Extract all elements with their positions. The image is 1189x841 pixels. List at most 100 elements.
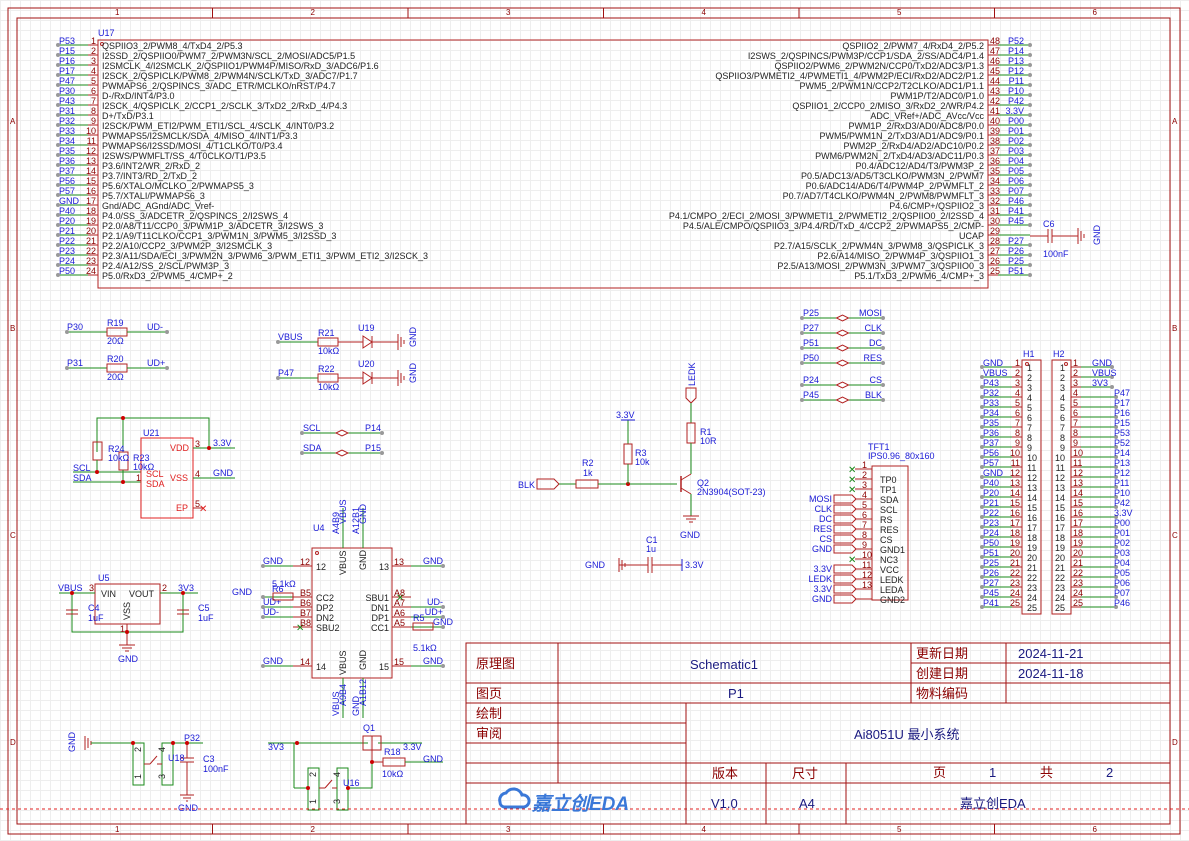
schematic-name[interactable]: Schematic1 (690, 657, 758, 672)
wire-end[interactable] (980, 535, 984, 539)
wire-end[interactable] (1114, 605, 1118, 609)
wire-end[interactable] (56, 263, 60, 267)
wire-end[interactable] (1028, 243, 1032, 247)
wire-end[interactable] (980, 375, 984, 379)
wire-end[interactable] (980, 585, 984, 589)
wire-end[interactable] (980, 465, 984, 469)
wire-end[interactable] (881, 316, 885, 320)
wire-end[interactable] (980, 365, 984, 369)
wire-end[interactable] (980, 605, 984, 609)
wire-end[interactable] (1114, 515, 1118, 519)
wire-end[interactable] (881, 361, 885, 365)
wire-end[interactable] (980, 595, 984, 599)
wire-end[interactable] (56, 243, 60, 247)
wire-end[interactable] (980, 425, 984, 429)
wire-end[interactable] (261, 615, 265, 619)
wire-end[interactable] (800, 383, 804, 387)
wire-end[interactable] (300, 431, 304, 435)
wire-end[interactable] (1114, 505, 1118, 509)
wire-end[interactable] (1028, 73, 1032, 77)
wire-end[interactable] (1028, 123, 1032, 127)
u5-regulator[interactable]: U5 VIN VOUT VSS 3 2 1 VBUS 3V3 C4 1uF C5… (58, 573, 214, 664)
u18-button[interactable]: GND U18 P32 C3 100nF GND 2 1 4 3 (67, 732, 229, 814)
wire-end[interactable] (1028, 43, 1032, 47)
wire-end[interactable] (56, 193, 60, 197)
wire-end[interactable] (1028, 143, 1032, 147)
wire-end[interactable] (980, 445, 984, 449)
wire-end[interactable] (1114, 475, 1118, 479)
wire-end[interactable] (56, 103, 60, 107)
wire-end[interactable] (980, 575, 984, 579)
wire-end[interactable] (1110, 375, 1114, 379)
wire-end[interactable] (980, 545, 984, 549)
u4-usb-c-connector[interactable]: U4 A4B9 VBUS A12B1 GND VBUS GND VBUS GND… (232, 499, 454, 718)
wire-end[interactable] (980, 525, 984, 529)
wire-end[interactable] (441, 664, 445, 668)
wire-end[interactable] (56, 93, 60, 97)
wire-end[interactable] (980, 555, 984, 559)
wire-end[interactable] (276, 340, 280, 344)
wire-end[interactable] (980, 395, 984, 399)
wire-end[interactable] (1028, 213, 1032, 217)
wire-end[interactable] (56, 183, 60, 187)
wire-end[interactable] (56, 143, 60, 147)
wire-end[interactable] (261, 564, 265, 568)
wire-end[interactable] (1114, 415, 1118, 419)
u21-sensor[interactable]: U21 R24 10kΩ R23 10kΩ SCL SDA VDD VSS EP… (73, 416, 235, 519)
wire-end[interactable] (1028, 153, 1032, 157)
wire-end[interactable] (56, 253, 60, 257)
wire-end[interactable] (380, 451, 384, 455)
wire-end[interactable] (56, 223, 60, 227)
wire-end[interactable] (980, 565, 984, 569)
wire-end[interactable] (980, 435, 984, 439)
wire-end[interactable] (980, 405, 984, 409)
wire-end[interactable] (1028, 63, 1032, 67)
wire-end[interactable] (1028, 103, 1032, 107)
wire-end[interactable] (1114, 555, 1118, 559)
wire-end[interactable] (1114, 405, 1118, 409)
wire-end[interactable] (800, 316, 804, 320)
wire-end[interactable] (56, 273, 60, 277)
wire-end[interactable] (980, 495, 984, 499)
wire-end[interactable] (1114, 585, 1118, 589)
wire-end[interactable] (881, 383, 885, 387)
wire-end[interactable] (800, 346, 804, 350)
wire-end[interactable] (1114, 485, 1118, 489)
wire-end[interactable] (56, 113, 60, 117)
wire-end[interactable] (1028, 53, 1032, 57)
c1-capacitor[interactable]: C1 1u GND 3.3V (585, 535, 704, 573)
wire-end[interactable] (65, 330, 69, 334)
wire-end[interactable] (380, 431, 384, 435)
wire-end[interactable] (1114, 565, 1118, 569)
wire-end[interactable] (1114, 425, 1118, 429)
wire-end[interactable] (261, 595, 265, 599)
wire-end[interactable] (1028, 163, 1032, 167)
wire-end[interactable] (56, 213, 60, 217)
wire-end[interactable] (56, 73, 60, 77)
wire-end[interactable] (1028, 193, 1032, 197)
wire-end[interactable] (1028, 93, 1032, 97)
wire-end[interactable] (800, 331, 804, 335)
wire-end[interactable] (980, 455, 984, 459)
wire-end[interactable] (56, 153, 60, 157)
wire-end[interactable] (1114, 435, 1118, 439)
wire-end[interactable] (56, 233, 60, 237)
wire-end[interactable] (261, 664, 265, 668)
wire-end[interactable] (1114, 595, 1118, 599)
wire-end[interactable] (276, 376, 280, 380)
wire-end[interactable] (165, 330, 169, 334)
wire-end[interactable] (1110, 385, 1114, 389)
wire-end[interactable] (1028, 183, 1032, 187)
wire-end[interactable] (441, 605, 445, 609)
wire-end[interactable] (56, 53, 60, 57)
wire-end[interactable] (1114, 535, 1118, 539)
wire-end[interactable] (1028, 223, 1032, 227)
wire-end[interactable] (1028, 113, 1032, 117)
wire-end[interactable] (56, 173, 60, 177)
wire-end[interactable] (1114, 395, 1118, 399)
